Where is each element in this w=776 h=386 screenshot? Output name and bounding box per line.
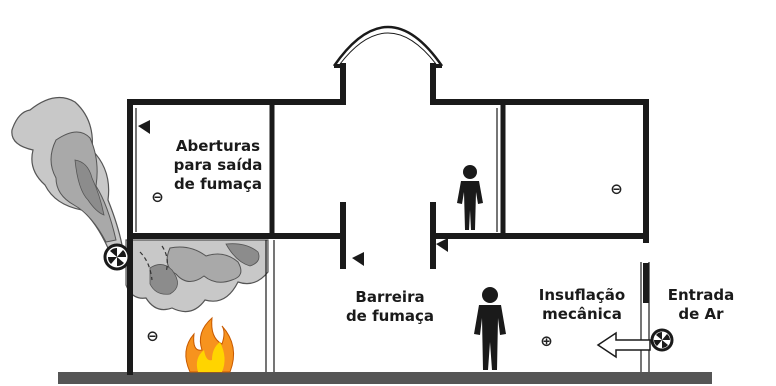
building-walls xyxy=(127,63,649,375)
fire-icon xyxy=(185,316,235,373)
label-line: mecânica xyxy=(542,305,622,323)
vent-markers xyxy=(138,120,448,266)
negative-pressure-sign: ⊖ xyxy=(151,188,164,206)
label-smoke-barrier: Barreira de fumaça xyxy=(334,288,446,326)
fan-icon xyxy=(650,328,674,352)
person-icon xyxy=(457,165,483,230)
label-line: Insuflação xyxy=(538,286,626,304)
negative-pressure-sign: ⊖ xyxy=(146,327,159,345)
label-smoke-openings: Aberturas para saída de fumaça xyxy=(160,137,276,194)
person-icon xyxy=(474,287,506,370)
label-line: de fumaça xyxy=(345,307,435,325)
label-line: Barreira xyxy=(355,288,425,306)
smoke-plume-outside xyxy=(11,96,123,249)
label-line: de Ar xyxy=(678,305,724,323)
label-mechanical-insufflation: Insuflação mecânica xyxy=(524,286,640,324)
fan-icon xyxy=(103,243,131,271)
label-line: para saída xyxy=(173,156,263,174)
label-line: Aberturas xyxy=(175,137,261,155)
ground-slab xyxy=(58,372,712,384)
label-line: Entrada xyxy=(667,286,735,304)
skylight-dome xyxy=(332,25,444,67)
smoke-layer-room xyxy=(125,239,269,313)
negative-pressure-sign: ⊖ xyxy=(610,180,623,198)
arrow-left-icon xyxy=(596,331,651,359)
label-line: de fumaça xyxy=(173,175,263,193)
label-air-inlet: Entrada de Ar xyxy=(656,286,746,324)
positive-pressure-sign: ⊕ xyxy=(540,332,553,350)
